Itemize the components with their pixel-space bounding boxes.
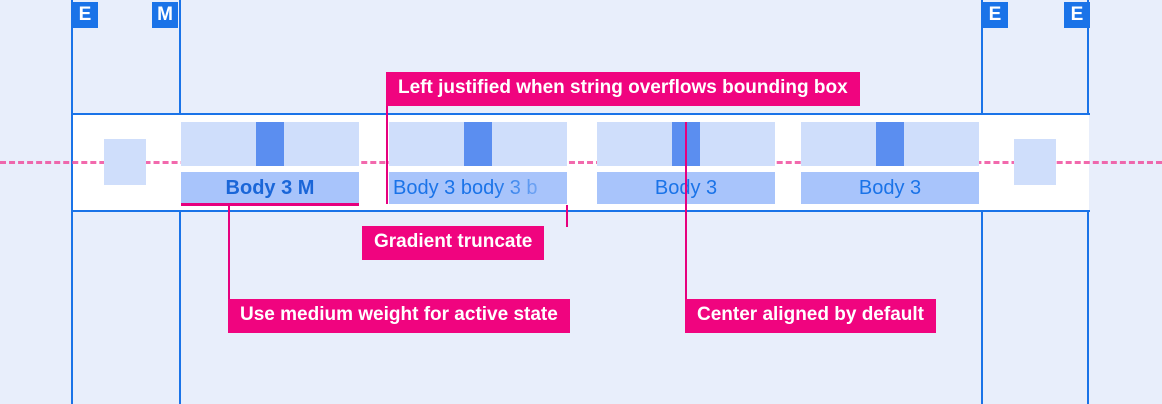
tab-icon xyxy=(464,122,492,166)
marker-e-right-2: E xyxy=(1064,2,1090,28)
tab-text-band: Body 3 xyxy=(801,172,979,204)
marker-e-left-1: E xyxy=(72,2,98,28)
tab-text-band: Body 3 body 3 b xyxy=(389,172,567,204)
marker-e-right-1: E xyxy=(982,2,1008,28)
tab-icon-band xyxy=(181,122,359,166)
vertical-center-guide xyxy=(0,161,1162,164)
tab-text-band: Body 3 M xyxy=(181,172,359,204)
leader-gradient-truncate xyxy=(566,205,568,227)
annotation-left-justified: Left justified when string overflows bou… xyxy=(386,72,860,106)
guide-line-top xyxy=(72,113,1090,115)
edge-block-right xyxy=(1014,139,1056,185)
marker-m-left: M xyxy=(152,2,178,28)
annotation-medium-weight: Use medium weight for active state xyxy=(228,299,570,333)
tab-body-3-m[interactable]: Body 3 M xyxy=(181,122,359,206)
edge-block-left xyxy=(104,139,146,185)
gradient-truncate-overlay xyxy=(493,172,567,204)
guide-line-bottom xyxy=(72,210,1090,212)
tab-icon xyxy=(876,122,904,166)
tab-body-3-body-3-b[interactable]: Body 3 body 3 b xyxy=(389,122,567,204)
annotation-center-aligned: Center aligned by default xyxy=(685,299,936,333)
guide-line-left-outer xyxy=(71,0,73,404)
annotation-gradient-truncate: Gradient truncate xyxy=(362,226,545,260)
tab-icon xyxy=(256,122,284,166)
tab-icon-band xyxy=(801,122,979,166)
tab-body-3-fourth[interactable]: Body 3 xyxy=(801,122,979,204)
leader-left-justified xyxy=(386,72,388,204)
tab-active-underline xyxy=(181,203,359,206)
tab-label: Body 3 xyxy=(858,177,922,199)
tab-label: Body 3 M xyxy=(225,177,315,199)
tab-icon-band xyxy=(389,122,567,166)
leader-medium-weight xyxy=(228,205,230,300)
leader-center-aligned xyxy=(685,122,687,300)
